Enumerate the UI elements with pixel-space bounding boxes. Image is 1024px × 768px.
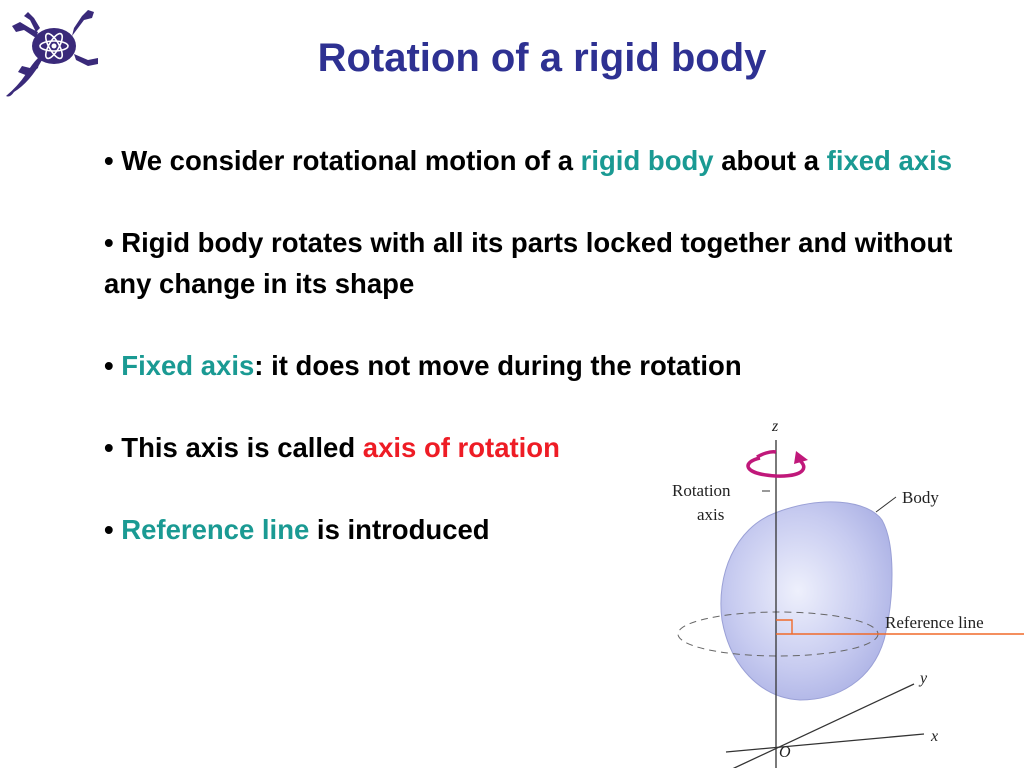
x-axis-label: x [930,728,938,745]
horned-lizard-logo [6,10,98,97]
x-axis [725,733,925,753]
bullet-marker: • [104,145,114,176]
body-label: Body [902,488,939,507]
bullet-item: • Fixed axis: it does not move during th… [104,345,974,386]
bullet-list: • We consider rotational motion of a rig… [104,140,974,591]
highlight-term: rigid body [580,145,714,176]
y-axis-label: y [918,670,928,687]
bullet-text: : it does not move during the rotation [254,350,742,381]
rotation-axis-label-line1: Rotation [672,481,731,500]
bullet-item: • We consider rotational motion of a rig… [104,140,974,181]
bullet-marker: • [104,432,114,463]
z-axis-label: z [771,418,779,435]
bullet-item: • This axis is called axis of rotation [104,427,974,468]
bullet-marker: • [104,514,114,545]
highlight-term: fixed axis [826,145,953,176]
y-axis [732,683,915,768]
origin-label: O [779,744,791,761]
highlight-term: Reference line [121,514,310,545]
bullet-item: • Rigid body rotates with all its parts … [104,222,974,304]
highlight-term: Fixed axis [121,350,255,381]
reference-line-label: Reference line [885,613,984,632]
body-leader [875,496,897,513]
rotation-axis-label-line2: axis [697,505,724,524]
bullet-text: This axis is called [113,432,363,463]
right-angle-marker [776,619,793,634]
slide-title: Rotation of a rigid body [317,36,767,80]
rigid-body-figure: z Rotation axis Body Reference line y x … [672,418,1024,768]
bullet-item: • Reference line is introduced [104,509,974,550]
bullet-marker: • [104,227,114,258]
bullet-text: We consider rotational motion of a [113,145,581,176]
bullet-text: about a [713,145,827,176]
highlight-term: axis of rotation [362,432,560,463]
bullet-text: Rigid body rotates with all its parts lo… [104,227,953,299]
bullet-text: is introduced [309,514,490,545]
rotation-arrow-icon [746,450,808,478]
rigid-body-shape [720,501,893,701]
bullet-marker: • [104,350,114,381]
